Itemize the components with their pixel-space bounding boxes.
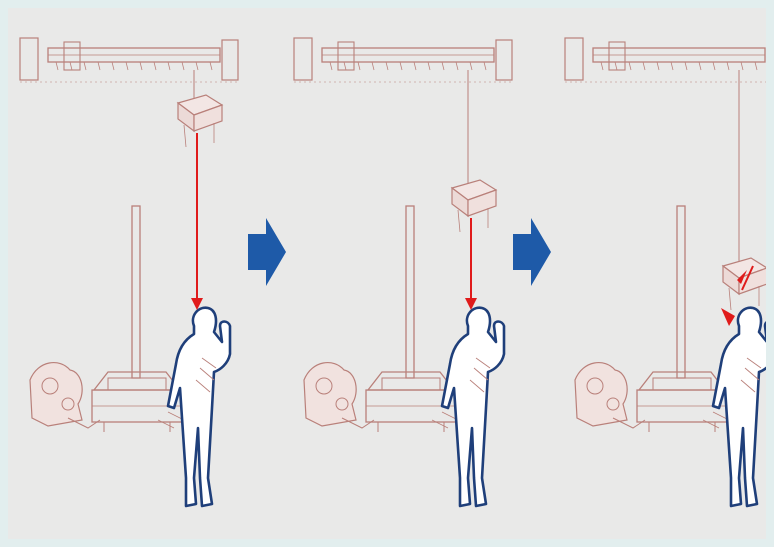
crane-detail-tick <box>182 62 184 70</box>
crane-detail-tick <box>657 62 659 70</box>
column-post <box>406 206 414 378</box>
crane-detail-tick <box>699 62 701 70</box>
crane-detail-tick <box>112 62 114 70</box>
floor-detail <box>432 412 458 428</box>
floor-detail <box>158 412 184 428</box>
crane-detail-tick <box>755 62 757 70</box>
crane-detail-tick <box>643 62 645 70</box>
sling-line <box>184 125 186 147</box>
person-figure-icon <box>713 308 766 506</box>
machine-base <box>94 372 180 390</box>
panel-step-2 <box>294 38 512 506</box>
crane-detail-tick <box>98 62 100 70</box>
equipment-cluster <box>30 363 82 426</box>
crane-detail-tick <box>168 62 170 70</box>
crane-detail-tick <box>56 62 58 70</box>
crane-end-truck-left <box>20 38 38 80</box>
crane-detail-tick <box>400 62 402 70</box>
crane-detail-tick <box>428 62 430 70</box>
crane-detail-tick <box>629 62 631 70</box>
person-figure-icon <box>168 308 230 506</box>
equipment-cluster <box>575 363 627 426</box>
crane-end-truck-left <box>565 38 583 80</box>
crane-trolley <box>609 42 625 70</box>
crane-detail-tick <box>442 62 444 70</box>
crane-detail-tick <box>196 62 198 70</box>
machine-panel <box>653 378 711 390</box>
crane-detail-tick <box>154 62 156 70</box>
equipment-cluster <box>304 363 356 426</box>
panel-step-3 <box>565 38 766 506</box>
crane-trolley <box>338 42 354 70</box>
crane-detail-tick <box>84 62 86 70</box>
floor-detail <box>703 412 729 428</box>
crane-detail-tick <box>210 62 212 70</box>
crane-detail-tick <box>615 62 617 70</box>
impact-arrow <box>721 308 735 326</box>
crane-detail-tick <box>372 62 374 70</box>
sling-line <box>729 288 731 310</box>
step-arrow-icon <box>513 218 551 286</box>
crane-hazard-diagram <box>8 8 766 539</box>
crane-detail-tick <box>671 62 673 70</box>
crane-detail-tick <box>344 62 346 70</box>
crane-trolley <box>64 42 80 70</box>
crane-detail-tick <box>70 62 72 70</box>
diagram-frame <box>8 8 766 539</box>
crane-detail-tick <box>358 62 360 70</box>
column-post <box>677 206 685 378</box>
machine-base <box>639 372 725 390</box>
crane-detail-tick <box>126 62 128 70</box>
crane-detail-tick <box>601 62 603 70</box>
crane-detail-tick <box>727 62 729 70</box>
crane-detail-tick <box>386 62 388 70</box>
crane-detail-tick <box>741 62 743 70</box>
machine-panel <box>108 378 166 390</box>
crane-detail-tick <box>484 62 486 70</box>
crane-end-truck-right <box>222 40 238 80</box>
machine-panel <box>382 378 440 390</box>
crane-detail-tick <box>330 62 332 70</box>
column-post <box>132 206 140 378</box>
sling-line <box>458 210 460 232</box>
crane-detail-tick <box>456 62 458 70</box>
crane-end-truck-right <box>496 40 512 80</box>
crane-detail-tick <box>470 62 472 70</box>
person-figure-icon <box>442 308 504 506</box>
crane-end-truck-left <box>294 38 312 80</box>
step-arrow-icon <box>248 218 286 286</box>
crane-detail-tick <box>140 62 142 70</box>
panel-step-1 <box>20 38 238 506</box>
crane-detail-tick <box>713 62 715 70</box>
machine-base <box>368 372 454 390</box>
crane-detail-tick <box>414 62 416 70</box>
crane-detail-tick <box>685 62 687 70</box>
